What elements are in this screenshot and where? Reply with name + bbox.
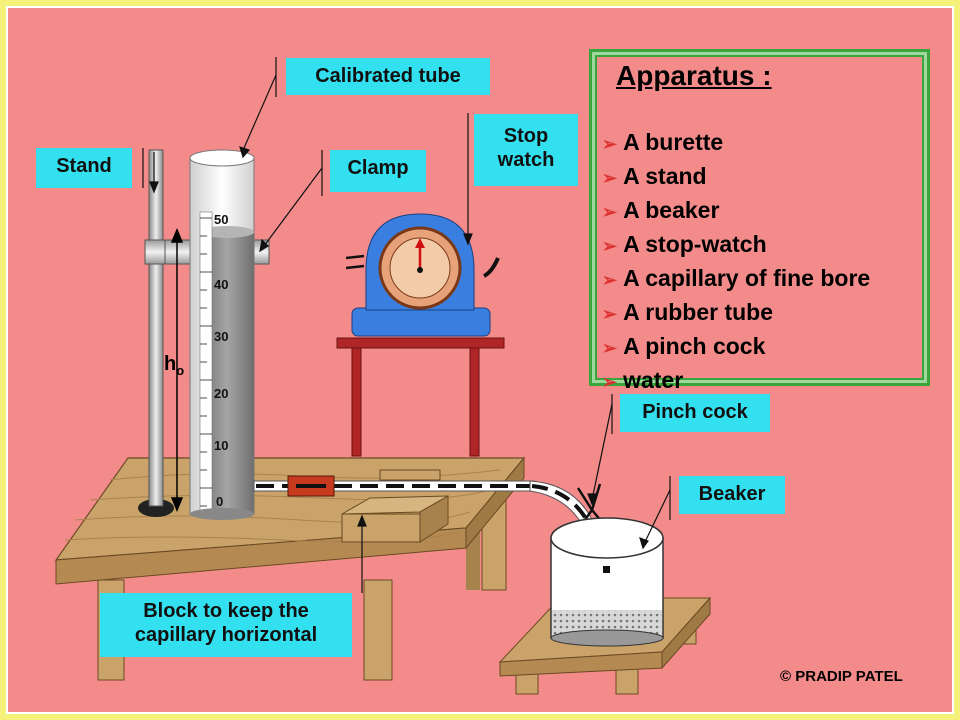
scale-ticks: [200, 217, 212, 507]
bullet-arrow-icon: ➢: [602, 338, 618, 358]
apparatus-item: ➢A stand: [602, 160, 870, 194]
apparatus-item-label: A rubber tube: [623, 299, 774, 325]
height-label: ho: [164, 353, 184, 378]
copyright: © PRADIP PATEL: [780, 668, 903, 685]
label-block-line2: capillary horizontal: [134, 624, 318, 646]
apparatus-title: Apparatus :: [616, 60, 772, 91]
label-stop-watch: Stop watch: [474, 114, 578, 186]
label-pinch-cock: Pinch cock: [620, 394, 770, 432]
apparatus-item-label: A beaker: [623, 197, 720, 223]
copyright-text: PRADIP PATEL: [795, 668, 903, 685]
height-symbol: h: [164, 353, 177, 375]
scale-label-10: 10: [214, 438, 229, 453]
apparatus-item-label: A pinch cock: [623, 333, 766, 359]
leader-lines: [142, 57, 671, 593]
calibrated-tube: [189, 149, 255, 520]
apparatus-item-label: A burette: [623, 129, 724, 155]
apparatus-list: ➢A burette➢A stand➢A beaker➢A stop-watch…: [602, 126, 870, 398]
label-stop-watch-line1: Stop: [503, 125, 549, 147]
stopwatch-table: [336, 337, 505, 457]
stand-rod: [148, 149, 164, 507]
bullet-arrow-icon: ➢: [602, 270, 618, 290]
apparatus-item: ➢water: [602, 364, 870, 398]
scale-label-50: 50: [214, 212, 229, 227]
label-block-line1: Block to keep the: [143, 600, 309, 622]
bullet-arrow-icon: ➢: [602, 168, 618, 188]
scale-label-40: 40: [214, 277, 229, 292]
label-stop-watch-line2: watch: [497, 149, 555, 171]
height-arrow: [170, 228, 184, 512]
label-stand: Stand: [36, 148, 132, 188]
height-subscript: o: [176, 363, 185, 378]
stand-base: [138, 499, 174, 517]
bullet-arrow-icon: ➢: [602, 134, 618, 154]
bullet-arrow-icon: ➢: [602, 304, 618, 324]
apparatus-item: ➢A rubber tube: [602, 296, 870, 330]
copyright-icon: ©: [780, 668, 792, 685]
apparatus-item: ➢A burette: [602, 126, 870, 160]
beaker: [550, 517, 664, 647]
support-block: [341, 469, 449, 543]
stopwatch-icon: [345, 213, 500, 337]
scale-label-30: 30: [214, 329, 229, 344]
label-clamp: Clamp: [330, 150, 426, 192]
label-beaker: Beaker: [679, 476, 785, 514]
apparatus-box: Apparatus : ➢A burette➢A stand➢A beaker➢…: [589, 49, 930, 393]
apparatus-item-label: A capillary of fine bore: [623, 265, 871, 291]
apparatus-item: ➢A pinch cock: [602, 330, 870, 364]
bullet-arrow-icon: ➢: [602, 236, 618, 256]
label-calibrated-tube: Calibrated tube: [286, 58, 490, 95]
apparatus-item-label: A stand: [623, 163, 707, 189]
apparatus-item: ➢A stop-watch: [602, 228, 870, 262]
label-block: Block to keep the capillary horizontal: [100, 593, 352, 657]
bullet-arrow-icon: ➢: [602, 372, 618, 392]
apparatus-item-label: water: [623, 367, 684, 393]
scale-label-20: 20: [214, 386, 229, 401]
scale-label-0: 0: [216, 494, 224, 509]
bullet-arrow-icon: ➢: [602, 202, 618, 222]
apparatus-item: ➢A capillary of fine bore: [602, 262, 870, 296]
apparatus-item: ➢A beaker: [602, 194, 870, 228]
apparatus-item-label: A stop-watch: [623, 231, 767, 257]
